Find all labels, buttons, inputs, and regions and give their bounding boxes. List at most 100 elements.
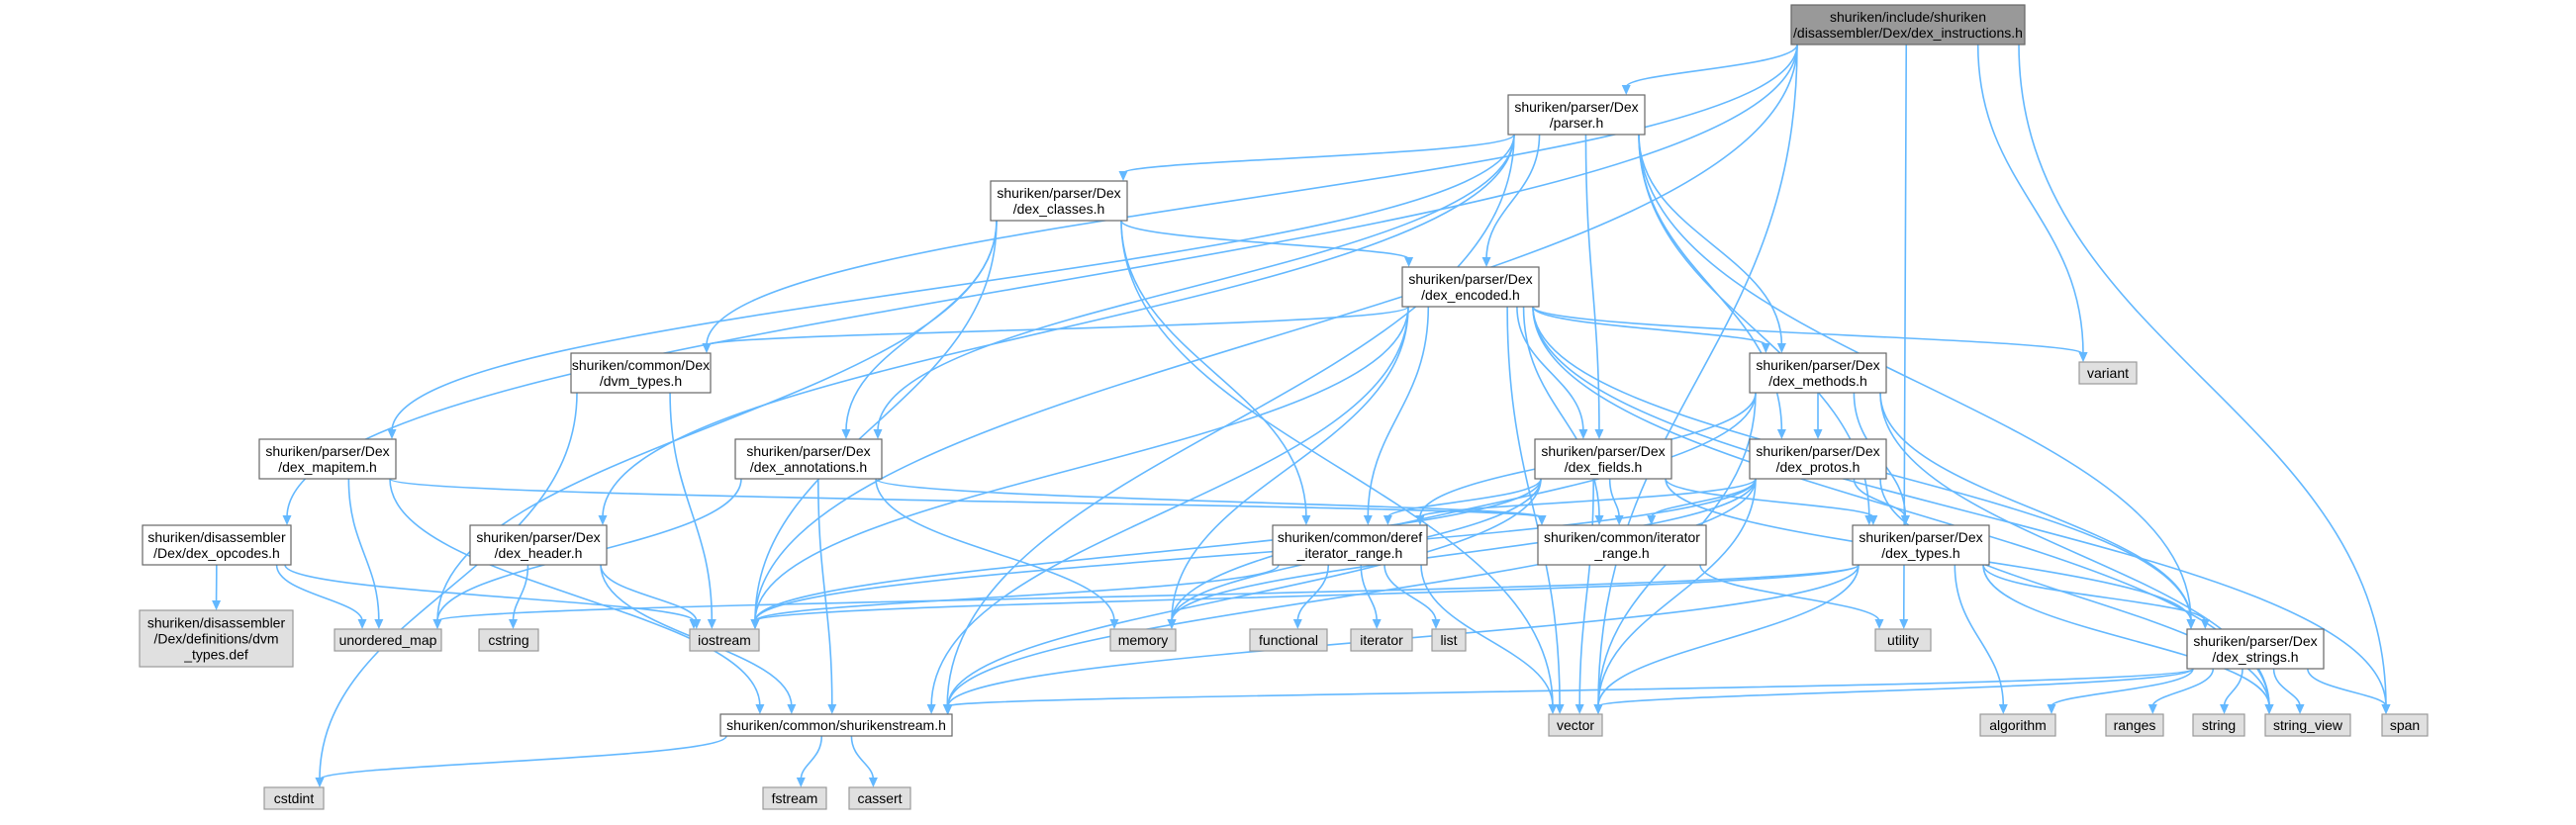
edge-dex_strings-to-ranges: [2151, 668, 2215, 707]
node-label: /dex_header.h: [495, 545, 583, 561]
node-label: shuriken/parser/Dex: [1756, 357, 1879, 373]
edge-dex_encoded-to-shurikenstream: [930, 306, 1409, 707]
edge-deref_iter-to-vector: [1420, 564, 1554, 707]
node-box: [1749, 352, 1887, 394]
edge-deref_iter-to-iostream: [754, 564, 1280, 622]
node-box: [478, 628, 539, 652]
node-shurikenstream[interactable]: shuriken/common/shurikenstream.h: [719, 713, 953, 737]
node-variant: variant: [2078, 361, 2138, 385]
edge-shurikenstream-to-cstdint: [319, 735, 727, 780]
arrowhead-dex_types-to-unordered_map: [432, 619, 442, 629]
node-label: /dex_protos.h: [1776, 459, 1860, 475]
node-label: string: [2202, 717, 2236, 733]
edge-shurikenstream-to-fstream: [800, 735, 823, 780]
arrowhead-dex_annotations-to-iter_range: [1537, 515, 1547, 525]
node-parser[interactable]: shuriken/parser/Dex/parser.h: [1507, 94, 1646, 136]
node-box: [719, 713, 953, 737]
node-deref-iter[interactable]: shuriken/common/deref_iterator_range.h: [1272, 524, 1428, 566]
node-label: _iterator_range.h: [1296, 545, 1403, 561]
edge-parser-to-dex_annotations: [877, 134, 1515, 432]
node-box: [2186, 628, 2325, 670]
node-box: [1749, 438, 1887, 480]
arrowhead-dex_strings-to-string_view: [2295, 704, 2305, 714]
node-label: shuriken/parser/Dex: [265, 443, 389, 459]
node-box: [2105, 713, 2164, 737]
edge-dex_strings-to-string: [2223, 668, 2243, 707]
node-iter-range[interactable]: shuriken/common/iterator_range.h: [1537, 524, 1707, 566]
node-dex-classes[interactable]: shuriken/parser/Dex/dex_classes.h: [990, 180, 1128, 222]
node-label: shuriken/parser/Dex: [746, 443, 870, 459]
node-box: [1534, 438, 1672, 480]
arrowhead-parser-to-dex_fields: [1594, 429, 1604, 439]
arrowhead-dex_classes-to-dex_annotations: [841, 429, 851, 439]
arrowhead-parser-to-dex_encoded: [1481, 257, 1491, 267]
node-dex-mapitem[interactable]: shuriken/parser/Dex/dex_mapitem.h: [258, 438, 397, 480]
arrowhead-dex_opcodes-to-dvm_types_def: [212, 600, 222, 610]
node-label: /dex_mapitem.h: [278, 459, 377, 475]
arrowhead-dex_encoded-to-vector: [1555, 704, 1565, 714]
edge-dex_classes-to-deref_iter: [1120, 220, 1307, 518]
node-box: [2192, 713, 2245, 737]
edge-dex_mapitem-to-shurikenstream: [389, 478, 761, 707]
node-box: [139, 609, 294, 668]
arrowhead-dex_fields-to-dex_types: [1868, 515, 1878, 525]
node-label: /dex_fields.h: [1565, 459, 1643, 475]
node-box: [1272, 524, 1428, 566]
edge-dex_fields-to-deref_iter: [1386, 478, 1542, 518]
arrowhead-dex_strings-to-span: [2381, 704, 2391, 714]
edge-dex_classes-to-dex_encoded: [1120, 220, 1410, 260]
node-dex-protos[interactable]: shuriken/parser/Dex/dex_protos.h: [1749, 438, 1887, 480]
node-dex-opcodes[interactable]: shuriken/disassembler/Dex/dex_opcodes.h: [142, 524, 292, 566]
node-label: /dex_methods.h: [1768, 373, 1867, 389]
node-box: [734, 438, 883, 480]
node-box: [1852, 524, 1990, 566]
arrowhead-dex_header-to-shurikenstream: [787, 704, 797, 714]
node-box: [689, 628, 760, 652]
edge-parser-to-dex_mapitem: [391, 134, 1515, 432]
arrowhead-dex_protos-to-iter_range: [1647, 515, 1657, 525]
arrowhead-dex_encoded-to-iter_range: [1594, 515, 1604, 525]
node-box: [762, 786, 827, 810]
edge-dex_protos-to-shurikenstream: [947, 478, 1757, 707]
node-label: shuriken/include/shuriken: [1830, 9, 1986, 25]
node-list: list: [1431, 628, 1467, 652]
node-label: shuriken/parser/Dex: [997, 185, 1120, 201]
arrowhead-iter_range-to-utility: [1874, 619, 1884, 629]
node-dex-annotations[interactable]: shuriken/parser/Dex/dex_annotations.h: [734, 438, 883, 480]
node-label: memory: [1118, 632, 1169, 648]
arrowhead-shurikenstream-to-cassert: [868, 778, 878, 787]
arrowhead-dex_fields-to-iter_range: [1614, 515, 1624, 525]
edge-iter_range-to-utility: [1699, 564, 1880, 622]
node-dex-methods[interactable]: shuriken/parser/Dex/dex_methods.h: [1749, 352, 1887, 394]
node-label: fstream: [772, 790, 818, 806]
arrowhead-dex_encoded-to-dex_fields: [1578, 429, 1588, 439]
arrowhead-dex_encoded-to-shurikenstream: [926, 704, 936, 714]
edge-dex_mapitem-to-unordered_map: [347, 478, 380, 622]
node-unordered-map: unordered_map: [334, 628, 442, 652]
arrowhead-dex_opcodes-to-unordered_map: [357, 619, 367, 629]
node-box: [1537, 524, 1707, 566]
node-dex-types[interactable]: shuriken/parser/Dex/dex_types.h: [1852, 524, 1990, 566]
node-iterator: iterator: [1350, 628, 1413, 652]
node-label: iostream: [698, 632, 751, 648]
node-dex-strings[interactable]: shuriken/parser/Dex/dex_strings.h: [2186, 628, 2325, 670]
node-dex-encoded[interactable]: shuriken/parser/Dex/dex_encoded.h: [1401, 266, 1540, 308]
arrowhead-dex_types-to-algorithm: [1998, 704, 2008, 714]
edge-dex_methods-to-dex_strings: [1879, 392, 2192, 622]
node-dex-fields[interactable]: shuriken/parser/Dex/dex_fields.h: [1534, 438, 1672, 480]
node-iostream: iostream: [689, 628, 760, 652]
arrowhead-root-to-dex_opcodes: [282, 515, 292, 525]
edge-deref_iter-to-iterator: [1360, 564, 1378, 622]
edge-root-to-dvm_types: [706, 44, 1798, 346]
node-ranges: ranges: [2105, 713, 2164, 737]
node-dvm-types[interactable]: shuriken/common/Dex/dvm_types.h: [570, 352, 712, 394]
node-root[interactable]: shuriken/include/shuriken/disassembler/D…: [1790, 4, 2026, 46]
edge-dex_types-to-vector: [1597, 564, 1860, 707]
arrowhead-dex_strings-to-shurikenstream: [943, 704, 953, 714]
edge-dex_encoded-to-vector: [1506, 306, 1561, 707]
node-dex-header[interactable]: shuriken/parser/Dex/dex_header.h: [469, 524, 608, 566]
edge-dex_fields-to-iostream: [754, 478, 1542, 622]
node-fstream: fstream: [762, 786, 827, 810]
edge-parser-to-dex_classes: [1122, 134, 1515, 174]
arrowhead-dex_strings-to-vector: [1593, 704, 1603, 714]
